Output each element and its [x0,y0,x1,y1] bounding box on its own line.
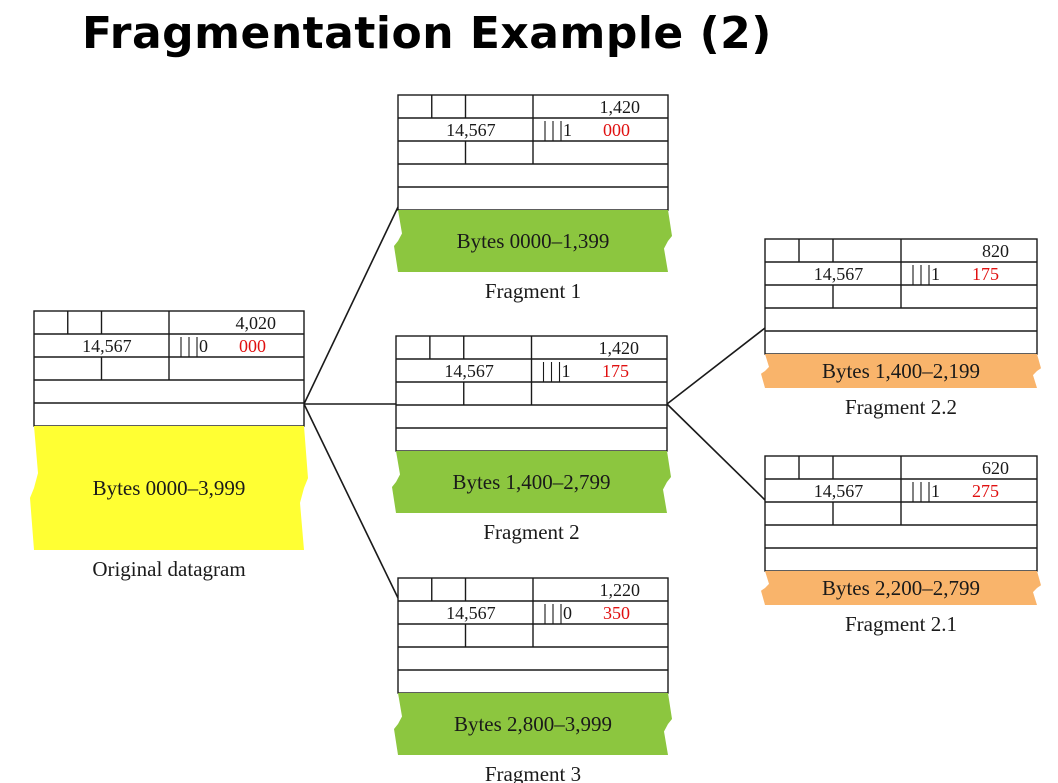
payload-body [392,451,671,513]
identification-value: 14,567 [82,336,132,356]
identification-value: 14,567 [814,481,864,501]
more-fragments-flag: 0 [563,603,572,623]
connector-lines [303,206,766,599]
payload-bytes-label: Bytes 2,200–2,799 [822,576,980,600]
payload-body [761,571,1041,605]
connector-line [303,206,399,405]
fragment-offset-value: 000 [603,120,630,140]
total-length-value: 620 [982,458,1009,478]
payload-body [761,354,1041,388]
payload-bytes-label: Bytes 0000–1,399 [457,229,610,253]
fragment-offset-value: 350 [603,603,630,623]
more-fragments-flag: 1 [931,264,940,284]
fragment-offset-value: 275 [972,481,999,501]
connector-line [666,403,766,501]
payload-body [394,210,672,272]
identification-value: 14,567 [446,603,496,623]
payload-body [394,693,672,755]
datagram-caption: Fragment 2.2 [845,395,957,419]
datagram-caption: Original datagram [92,557,245,581]
identification-value: 14,567 [446,120,496,140]
fragment-offset-value: 175 [602,361,629,381]
payload-body [30,426,308,550]
identification-value: 14,567 [444,361,494,381]
datagram-caption: Fragment 1 [485,279,581,303]
datagram-caption: Fragment 3 [485,762,581,783]
more-fragments-flag: 1 [563,120,572,140]
payload-bytes-label: Bytes 1,400–2,799 [452,470,610,494]
total-length-value: 1,420 [599,338,640,358]
more-fragments-flag: 0 [199,336,208,356]
total-length-value: 820 [982,241,1009,261]
fragment-offset-value: 000 [239,336,266,356]
total-length-value: 1,420 [600,97,641,117]
more-fragments-flag: 1 [562,361,571,381]
datagram-caption: Fragment 2.1 [845,612,957,636]
payload-bytes-label: Bytes 2,800–3,999 [454,712,612,736]
connector-line [666,327,766,405]
datagram-caption: Fragment 2 [483,520,579,544]
payload-bytes-label: Bytes 1,400–2,199 [822,359,980,383]
fragment-offset-value: 175 [972,264,999,284]
identification-value: 14,567 [814,264,864,284]
total-length-value: 1,220 [600,580,641,600]
payload-bytes-label: Bytes 0000–3,999 [93,476,246,500]
slide-title: Fragmentation Example (2) [82,8,772,59]
total-length-value: 4,020 [236,313,277,333]
connector-line [303,403,399,599]
more-fragments-flag: 1 [931,481,940,501]
